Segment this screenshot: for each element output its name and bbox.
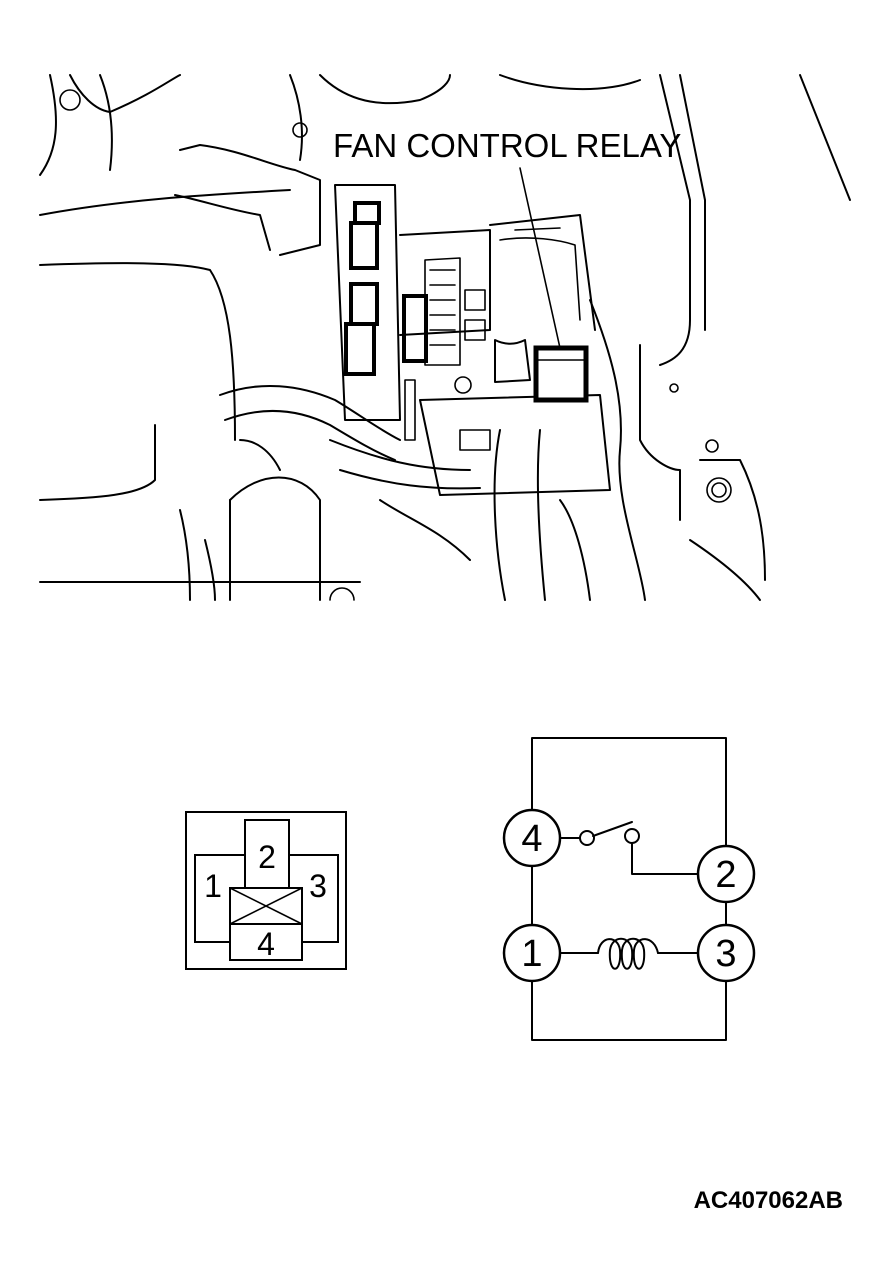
relay-leader-line xyxy=(519,167,561,349)
relay-highlight-4 xyxy=(344,322,376,376)
connector-pin-1: 1 xyxy=(204,868,222,904)
terminal-2-label: 2 xyxy=(715,854,736,896)
terminal-4-label: 4 xyxy=(521,818,542,860)
relay-highlight-1 xyxy=(353,201,381,225)
terminal-2 xyxy=(696,844,756,904)
switch-contact-a xyxy=(579,830,595,846)
fuse-highlight xyxy=(402,294,428,363)
figure-code: AC407062AB xyxy=(694,1187,843,1214)
relay-highlight-3 xyxy=(349,282,379,326)
terminal-1-label: 1 xyxy=(521,933,542,975)
switch-contact-b xyxy=(624,828,640,844)
terminal-4 xyxy=(502,808,562,868)
relay-schematic: 4 2 1 3 xyxy=(502,737,756,1041)
fan-control-relay-highlight xyxy=(533,345,589,403)
pin-4-slot xyxy=(229,923,303,961)
engine-bay-illustration: FAN CONTROL RELAY xyxy=(39,74,851,601)
terminal-3 xyxy=(696,923,756,983)
relay-highlight-2 xyxy=(349,221,379,270)
relay-connector-view: 2 1 3 4 xyxy=(185,811,347,970)
pin-2-slot xyxy=(244,819,290,891)
switch-blade xyxy=(592,821,633,837)
connector-pin-3: 3 xyxy=(309,868,327,904)
connector-pin-4: 4 xyxy=(257,926,275,962)
connector-frame xyxy=(185,811,347,970)
terminal-3-label: 3 xyxy=(715,933,736,975)
fan-control-relay-label: FAN CONTROL RELAY xyxy=(333,127,681,164)
switch-to-terminal-2 xyxy=(631,842,699,875)
connector-pin-2: 2 xyxy=(258,839,276,875)
terminal-1 xyxy=(502,923,562,983)
coil-symbol xyxy=(597,937,659,970)
